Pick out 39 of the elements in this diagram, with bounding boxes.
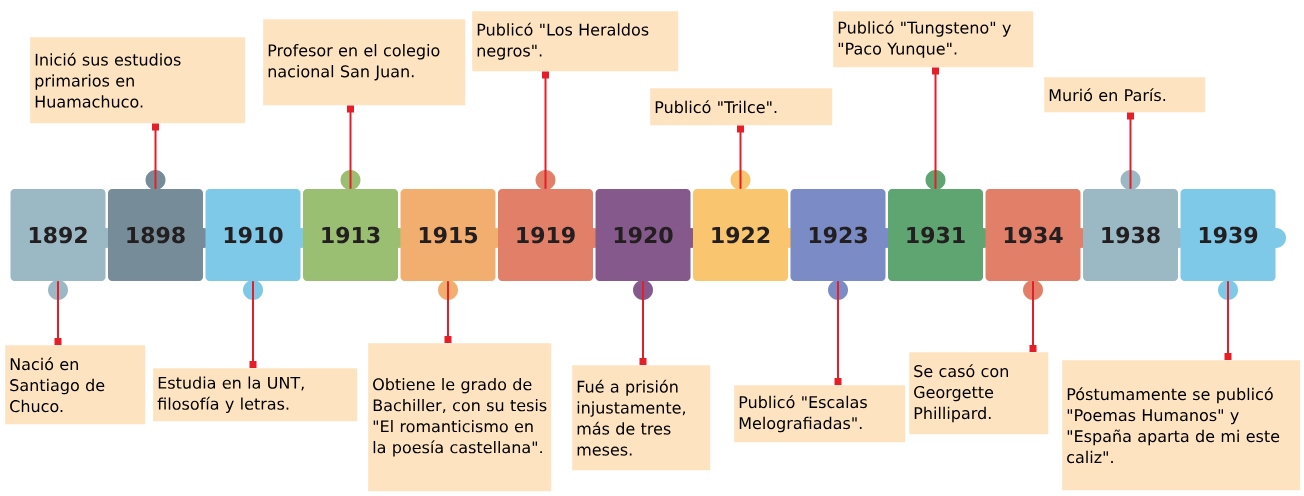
note-box: Nació en Santiago de Chuco. (5, 345, 146, 425)
leader-line (834, 280, 842, 385)
note-box: Publicó "Los Heraldos negros". (472, 11, 679, 72)
leader-line (54, 280, 62, 345)
note-box: Obtiene le grado de Bachiller, con su tesis "El romanticismo en la poesía castellana". (368, 343, 552, 492)
puzzle-piece: 1910 (205, 189, 311, 300)
leader-line (152, 123, 159, 190)
puzzle-piece: 1898 (108, 170, 214, 281)
leader-line (1127, 112, 1134, 190)
note-box: Póstumamente se publicó "Poemas Humanos" y "España aparta de mi este caliz". (1062, 360, 1301, 491)
note-box: Profesor en el colegio nacional San Juan. (263, 19, 466, 106)
puzzle-piece: 1892 (10, 189, 116, 300)
note-box: Publicó "Escalas Melografiadas". (734, 385, 906, 443)
leader-line (444, 280, 452, 343)
note-box: Fué a prisión injustamente, más de tres meses. (572, 365, 711, 471)
puzzle-piece: 1934 (985, 189, 1091, 300)
leader-line (542, 71, 549, 190)
puzzle-piece: 1919 (498, 170, 604, 281)
puzzle-piece: 1915 (400, 189, 506, 300)
note-box: Estudia en la UNT, filosofía y letras. (153, 368, 358, 422)
puzzle-piece: 1920 (595, 189, 701, 300)
leader-line (347, 105, 354, 190)
leader-line (932, 67, 939, 190)
note-box: Publicó "Trilce". (650, 88, 833, 126)
leader-line (1224, 280, 1232, 360)
leader-line (249, 280, 257, 368)
puzzle-piece: 1913 (303, 170, 409, 281)
leader-line (737, 125, 744, 190)
note-box: Se casó con Georgette Phillipard. (909, 352, 1049, 435)
puzzle-piece: 1922 (693, 170, 799, 281)
leader-line (639, 280, 647, 365)
note-box: Murió en París. (1044, 77, 1206, 113)
note-box: Inició sus estudios primarios en Huamachuco. (30, 37, 246, 124)
note-box: Publicó "Tungsteno" y "Paco Yunque". (833, 11, 1034, 68)
puzzle-piece: 1931 (888, 170, 994, 281)
puzzle-piece: 1939 (1180, 189, 1286, 300)
leader-line (1029, 280, 1037, 352)
puzzle-piece: 1923 (790, 189, 896, 300)
puzzle-piece: 1938 (1083, 170, 1189, 281)
